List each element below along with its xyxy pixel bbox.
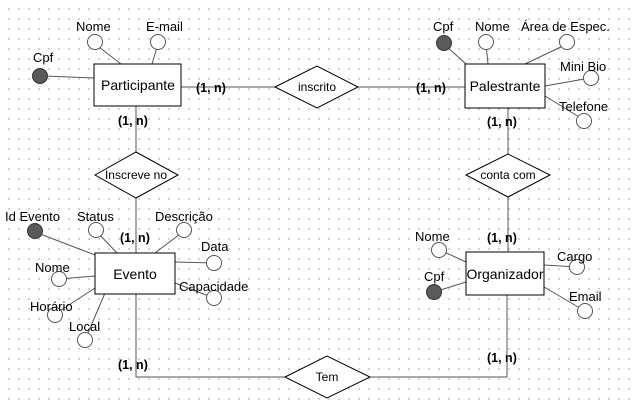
attr-palestrante-nome-circle[interactable] (478, 34, 494, 50)
attr-participante-nome-circle[interactable] (87, 34, 103, 50)
cardinality-palestrante-conta: (1, n) (487, 115, 517, 129)
attr-participante-email-label: E-mail (146, 19, 183, 34)
attribute-labels: Nome E-mail Cpf Cpf Nome Área de Espec. … (5, 19, 610, 334)
attr-evento-capacidade-label: Capacidade (179, 279, 248, 294)
cardinality-participante-inscrito: (1, n) (196, 81, 226, 95)
attr-evento-nome-label: Nome (35, 260, 70, 275)
attr-evento-id-label: Id Evento (5, 209, 60, 224)
cardinality-organizador-conta: (1, n) (487, 231, 517, 245)
attr-evento-horario-label: Horário (30, 299, 73, 314)
entity-evento-label: Evento (113, 266, 157, 282)
relationship-conta-com[interactable]: conta com (464, 153, 552, 198)
attr-participante-email-circle[interactable] (150, 34, 166, 50)
attr-palestrante-cpf-label: Cpf (433, 19, 454, 34)
line-palestrante-minibio (544, 77, 591, 87)
attr-evento-data-label: Data (201, 239, 229, 254)
attr-palestrante-cpf-key-circle[interactable] (436, 35, 452, 51)
attr-palestrante-minibio-label: Mini Bio (560, 59, 606, 74)
relationship-tem-label: Tem (316, 370, 339, 384)
line-palestrante-telefone (544, 95, 585, 121)
attr-organizador-email-circle[interactable] (577, 303, 593, 319)
attr-organizador-cpf-label: Cpf (424, 269, 445, 284)
entity-participante[interactable]: Participante (93, 63, 182, 107)
attr-evento-local-circle[interactable] (77, 332, 93, 348)
attr-palestrante-telefone-label: Telefone (559, 99, 608, 114)
line-evento-id (34, 231, 96, 256)
cardinality-evento-tem: (1, n) (118, 358, 148, 372)
attr-palestrante-telefone-circle[interactable] (576, 113, 592, 129)
relationship-inscreve-no[interactable]: Inscreve no (93, 151, 180, 199)
relationship-tem[interactable]: Tem (283, 355, 372, 399)
attr-evento-horario-circle[interactable] (47, 307, 63, 323)
entity-participante-label: Participante (101, 77, 175, 93)
line-participante-cpf (43, 75, 95, 79)
cardinality-labels: (1, n) (1, n) (1, n) (1, n) (1, n) (1, n… (118, 81, 517, 372)
attr-palestrante-nome-label: Nome (475, 19, 510, 34)
attr-participante-cpf-label: Cpf (33, 50, 54, 65)
attr-participante-cpf-key-circle[interactable] (32, 68, 48, 84)
entity-organizador-label: Organizador (466, 266, 543, 282)
attr-evento-local-label: Local (69, 319, 100, 334)
entity-organizador[interactable]: Organizador (465, 251, 545, 296)
attr-participante-nome-label: Nome (76, 19, 111, 34)
entity-evento[interactable]: Evento (94, 252, 176, 295)
attr-organizador-cargo-circle[interactable] (569, 259, 585, 275)
attr-organizador-email-label: Email (569, 289, 602, 304)
attr-evento-descricao-circle[interactable] (176, 222, 192, 238)
attr-palestrante-area-label: Área de Espec. (521, 19, 610, 34)
relationship-conta-com-label: conta com (480, 168, 535, 182)
entity-palestrante-label: Palestrante (470, 78, 541, 94)
attr-evento-descricao-label: Descrição (155, 209, 213, 224)
attr-evento-status-circle[interactable] (88, 222, 104, 238)
attr-organizador-cpf-key-circle[interactable] (426, 284, 442, 300)
attr-evento-data-circle[interactable] (206, 255, 222, 271)
relationship-inscrito[interactable]: inscrito (273, 65, 360, 109)
line-palestrante-area (524, 43, 568, 65)
line-evento-tem (135, 294, 285, 378)
cardinality-evento-inscreve: (1, n) (120, 231, 150, 245)
attr-organizador-nome-label: Nome (415, 229, 450, 244)
line-tem-organizador (370, 295, 508, 378)
line-evento-local (84, 292, 106, 341)
relationship-inscrito-label: inscrito (298, 80, 336, 94)
cardinality-organizador-tem: (1, n) (487, 351, 517, 365)
cardinality-participante-inscreve: (1, n) (118, 114, 148, 128)
attr-palestrante-minibio-circle[interactable] (583, 70, 599, 86)
relationship-inscreve-no-label: Inscreve no (105, 168, 167, 182)
cardinality-palestrante-inscrito: (1, n) (416, 81, 446, 95)
attr-organizador-nome-circle[interactable] (431, 242, 447, 258)
attribute-circles (27, 34, 599, 348)
attr-palestrante-area-circle[interactable] (559, 34, 575, 50)
attr-organizador-cargo-label: Cargo (557, 249, 592, 264)
line-evento-horario (54, 287, 96, 315)
attr-evento-id-key-circle[interactable] (27, 223, 43, 239)
attr-evento-nome-circle[interactable] (51, 271, 67, 287)
attr-evento-capacidade-circle[interactable] (206, 290, 222, 306)
attr-evento-status-label: Status (77, 209, 114, 224)
entity-palestrante[interactable]: Palestrante (464, 63, 546, 109)
